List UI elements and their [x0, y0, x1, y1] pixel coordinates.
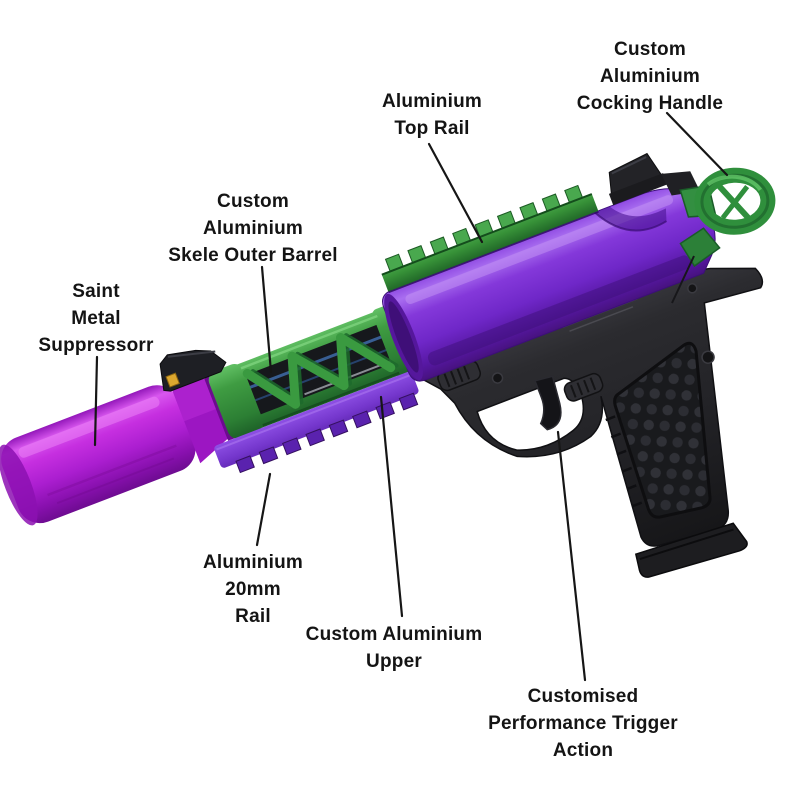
front-sight — [159, 349, 227, 392]
fiber-optic-dot — [165, 372, 180, 388]
leader-line-cocking-handle — [665, 111, 729, 177]
bottom-rail-20mm — [214, 371, 419, 474]
leader-lines — [93, 111, 729, 682]
label-20mm-rail: Aluminium 20mm Rail — [203, 552, 303, 627]
label-trigger: Customised Performance Trigger Action — [488, 686, 678, 761]
skele-outer-barrel — [208, 302, 422, 439]
label-skele-barrel: Custom Aluminium Skele Outer Barrel — [168, 191, 338, 266]
label-top-rail: Aluminium Top Rail — [382, 91, 482, 139]
leader-line-suppressor — [93, 355, 99, 447]
trigger — [533, 375, 562, 431]
leader-line-upper — [379, 395, 404, 618]
label-suppressor: Saint Metal Suppressorr — [38, 281, 154, 356]
leader-line-top-rail — [427, 142, 484, 244]
top-rail — [381, 184, 599, 292]
leader-line-20mm-rail — [255, 472, 272, 547]
suppressor — [0, 374, 235, 526]
pistol — [0, 152, 776, 578]
leader-line-skele-barrel — [260, 265, 273, 374]
label-cocking-handle: Custom Aluminium Cocking Handle — [576, 39, 724, 114]
grip-serrations — [605, 415, 643, 508]
lower-frame — [415, 267, 764, 578]
upper-receiver — [382, 188, 716, 382]
label-upper: Custom Aluminium Upper — [305, 624, 483, 672]
magazine-baseplate — [634, 522, 748, 578]
cocking-handle — [661, 167, 776, 268]
rear-sight — [608, 152, 668, 206]
slide-stop-lever — [563, 372, 604, 402]
frame-pins — [491, 283, 715, 384]
rear-frame-seam-line — [671, 255, 695, 304]
leader-line-trigger — [556, 430, 587, 682]
grip-texture-panel — [613, 341, 712, 519]
